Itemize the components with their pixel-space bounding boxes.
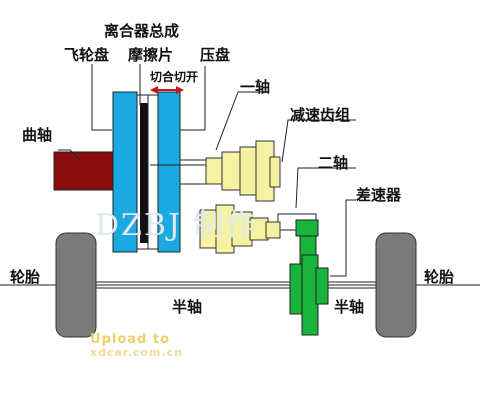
watermark-upload: Upload to <box>90 332 170 347</box>
left-tire <box>55 232 97 338</box>
differential-label: 差速器 <box>356 186 402 204</box>
flywheel <box>112 91 138 253</box>
tire-right-label: 轮胎 <box>424 268 455 286</box>
output-shaft-label: 二轴 <box>318 154 349 172</box>
friction-plate <box>140 103 148 243</box>
engage-disengage-label: 切合切开 <box>150 70 199 84</box>
half-shaft-left-label: 半轴 <box>172 298 203 316</box>
crankshaft-label: 曲轴 <box>22 126 53 144</box>
watermark-text: DZBJ 制作 <box>95 208 258 243</box>
half-shaft-right-label: 半轴 <box>334 298 365 316</box>
tire-left-label: 轮胎 <box>10 268 41 286</box>
clutch-assembly-title: 离合器总成 <box>104 22 180 40</box>
flywheel-label: 飞轮盘 <box>64 46 110 64</box>
input-shaft <box>179 159 211 185</box>
watermark-site: xdcar.com.cn <box>90 346 184 359</box>
reduction-gear-label: 减速齿组 <box>290 106 351 124</box>
crankshaft <box>53 151 115 191</box>
input-shaft-label: 一轴 <box>240 78 271 96</box>
right-tire <box>375 232 417 338</box>
friction-plate-label: 摩擦片 <box>128 46 174 64</box>
pressure-plate-label: 压盘 <box>200 46 231 64</box>
gear <box>205 157 225 185</box>
